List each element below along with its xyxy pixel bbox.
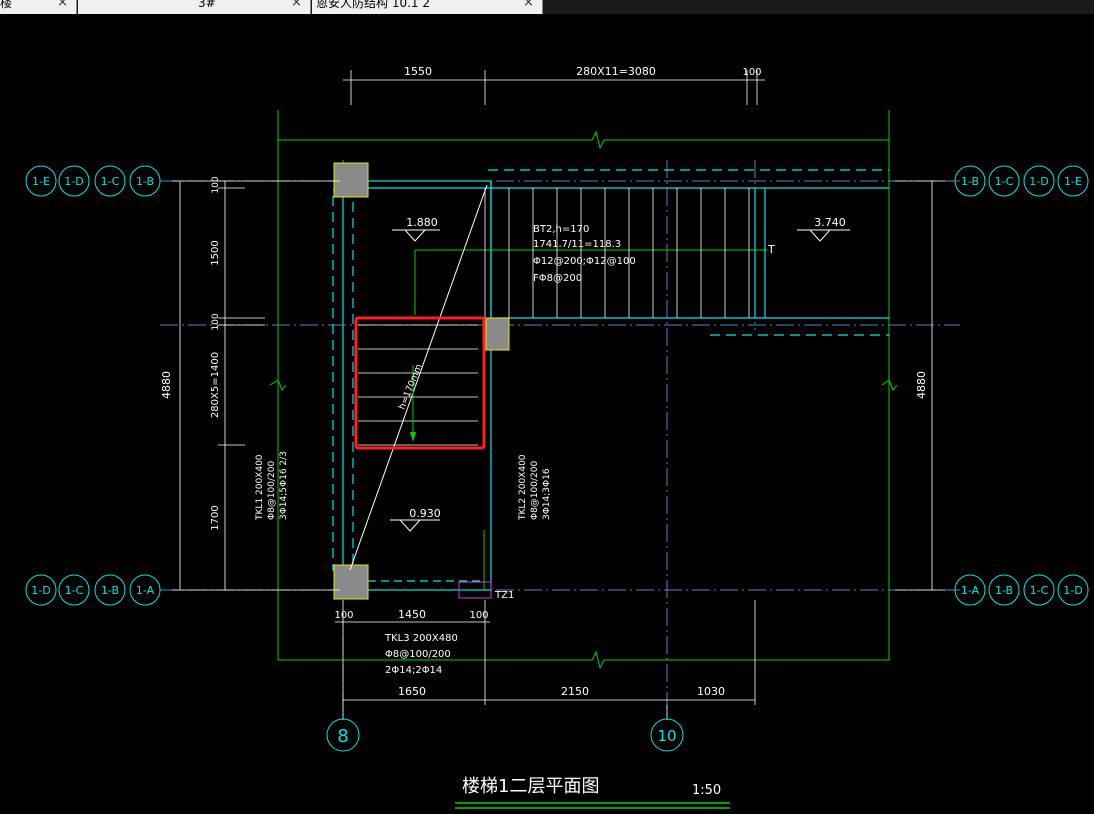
tkl2-line: 3Φ14;3Φ16 <box>542 468 552 520</box>
tab-label: 恩安人防结构 10.1 2 <box>316 0 430 10</box>
axis-label: 1-D <box>64 175 83 188</box>
level-markers <box>390 229 850 532</box>
dim-right-total: 4880 <box>915 371 928 399</box>
dim-left-4: 280X5=1400 <box>210 352 221 418</box>
tab-label: 3# <box>198 0 216 10</box>
dim-left-3: 100 <box>211 313 221 330</box>
dim-bottom-inner-1: 100 <box>334 610 353 621</box>
close-icon[interactable]: × <box>57 0 68 10</box>
axis-label-10: 10 <box>657 727 676 745</box>
axis-label: 1-E <box>32 175 50 188</box>
arrow-icon <box>410 432 416 442</box>
axis-label: 1-B <box>961 175 979 188</box>
dim-left-2: 1500 <box>210 240 221 265</box>
axis-bubbles-right-bottom <box>954 574 1089 606</box>
tab-label: 楼 <box>0 0 13 10</box>
flight-note: h=170mm <box>398 363 425 411</box>
drawing-title: 楼梯1二层平面图 <box>462 776 599 797</box>
axis-bubbles-bottom <box>326 718 684 752</box>
dim-left-5: 1700 <box>210 505 221 530</box>
marker-t: T <box>767 243 775 256</box>
bt2-line: FΦ8@200 <box>533 273 582 284</box>
tz1-column <box>458 581 492 599</box>
close-icon[interactable]: × <box>291 0 302 10</box>
axis-label: 1-C <box>1030 584 1049 597</box>
tkl1-line: 3Φ14;5Φ16 2/3 <box>279 451 289 520</box>
tkl1-line: TKL1 200X400 <box>255 454 265 521</box>
level-3740: 3.740 <box>814 216 846 229</box>
dim-bottom-2: 2150 <box>561 685 589 698</box>
dim-bottom-inner-3: 100 <box>469 610 488 621</box>
tab-bar: 楼 × 3# × 恩安人防结构 10.1 2 × <box>0 0 1094 14</box>
columns <box>333 162 510 600</box>
highlight-box[interactable] <box>354 316 486 450</box>
stair-treads-lower <box>358 324 478 446</box>
axis-bubbles-left-bottom <box>25 574 161 606</box>
dim-bottom-1: 1650 <box>398 685 426 698</box>
axis-label: 1-B <box>101 584 119 597</box>
tkl2-line: TKL2 200X400 <box>518 454 528 521</box>
tkl2-line: Φ8@100/200 <box>530 461 540 520</box>
cad-drawing[interactable]: 1550 280X11=3080 100 100 1450 100 1650 2… <box>0 14 1094 814</box>
dim-bottom-inner-2: 1450 <box>398 608 426 621</box>
axis-bubbles-right-top <box>954 165 1089 197</box>
tkl3-line: 2Φ14;2Φ14 <box>385 665 442 676</box>
tkl3-annotation: TKL3 200X480 Φ8@100/200 2Φ14;2Φ14 <box>384 633 458 676</box>
tkl1-annotation: TKL1 200X400 Φ8@100/200 3Φ14;5Φ16 2/3 <box>255 451 289 521</box>
title-underline <box>455 802 730 809</box>
dims-top-lines <box>343 70 765 105</box>
tkl1-line: Φ8@100/200 <box>267 461 277 520</box>
dim-top-1: 1550 <box>404 65 432 78</box>
axis-label-8: 8 <box>337 726 348 747</box>
tkl3-line: TKL3 200X480 <box>384 633 458 644</box>
dims-bottom-lines <box>335 600 756 720</box>
axis-label: 1-A <box>961 584 980 597</box>
level-1880: 1.880 <box>406 216 438 229</box>
break-diagonal <box>349 184 488 571</box>
stair-treads-upper <box>484 188 750 318</box>
axis-label: 1-D <box>1063 584 1082 597</box>
axis-label: 1-C <box>101 175 120 188</box>
axis-label: 1-C <box>995 175 1014 188</box>
close-icon[interactable]: × <box>523 0 534 10</box>
dim-left-total: 4880 <box>160 371 173 399</box>
axis-label: 1-C <box>65 584 84 597</box>
axis-label: 1-D <box>1029 175 1048 188</box>
dim-top-3: 100 <box>742 67 761 78</box>
tab-3[interactable]: 3# × <box>78 0 311 14</box>
dims-left-lines <box>172 180 340 591</box>
tab-stair[interactable]: 楼 × <box>0 0 77 14</box>
drawing-scale: 1:50 <box>692 783 721 798</box>
bt2-line: 1741.7/11=118.3 <box>533 239 621 250</box>
dim-left-1: 100 <box>211 176 221 193</box>
dim-top-2: 280X11=3080 <box>576 65 656 78</box>
axis-label: 1-E <box>1064 175 1082 188</box>
tkl3-line: Φ8@100/200 <box>385 649 451 660</box>
bt2-annotation: BT2,h=170 1741.7/11=118.3 Φ12@200;Φ12@10… <box>533 224 636 284</box>
dims-right-lines <box>895 180 945 591</box>
axis-label: 1-B <box>136 175 154 188</box>
axis-label: 1-B <box>995 584 1013 597</box>
tab-structure[interactable]: 恩安人防结构 10.1 2 × <box>312 0 543 14</box>
bt2-line: Φ12@200;Φ12@100 <box>533 256 636 267</box>
tz1-label: TZ1 <box>494 590 514 601</box>
level-0930: 0.930 <box>409 507 441 520</box>
axis-bubbles-left-top <box>25 165 161 197</box>
dim-bottom-3: 1030 <box>697 685 725 698</box>
axis-label: 1-D <box>31 584 50 597</box>
bt2-line: BT2,h=170 <box>533 224 589 235</box>
axis-label: 1-A <box>136 584 155 597</box>
tkl2-annotation: TKL2 200X400 Φ8@100/200 3Φ14;3Φ16 <box>518 454 552 521</box>
